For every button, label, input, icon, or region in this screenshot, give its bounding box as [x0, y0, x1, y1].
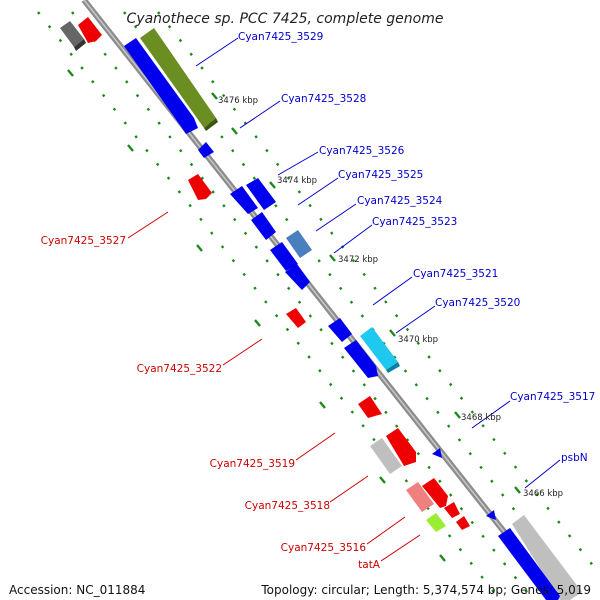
connector-3523: [333, 224, 373, 254]
gene-label-cyan7425-3516[interactable]: Cyan7425_3516: [281, 542, 367, 554]
gene-label-cyan7425-3521[interactable]: Cyan7425_3521: [413, 268, 498, 280]
gene-label-cyan7425-3528[interactable]: Cyan7425_3528: [281, 93, 366, 105]
gene-label-cyan7425-3522[interactable]: Cyan7425_3522: [137, 363, 222, 375]
feature-cyan7425-3526[interactable]: [230, 186, 258, 214]
gene-label-cyan7425-3523[interactable]: Cyan7425_3523: [372, 216, 457, 228]
tick-mark-3476: [211, 92, 218, 100]
tick-mark-left-7: [439, 554, 446, 562]
tick-mark-3474: [269, 181, 276, 189]
connector-3519: [295, 432, 336, 461]
gene-label-cyan7425-3518[interactable]: Cyan7425_3518: [245, 500, 330, 512]
feature-blue-long-mid[interactable]: [344, 340, 378, 378]
tick-mark-3466: [514, 486, 521, 494]
gene-label-psbN[interactable]: psbN: [561, 452, 588, 464]
feature-blue-mid-2[interactable]: [285, 264, 310, 290]
gene-label-cyan7425-3526[interactable]: Cyan7425_3526: [319, 145, 405, 157]
connector-3522: [222, 338, 263, 366]
guide-line-left-inner: [71, 11, 534, 600]
feature-blue-mid-1[interactable]: [270, 242, 298, 271]
tick-mark-3468: [454, 411, 461, 419]
tick-mark-left-6: [379, 476, 386, 484]
tick-label-3472: 3472 kbp: [338, 255, 378, 265]
gene-label-cyan7425-3527[interactable]: Cyan7425_3527: [41, 235, 126, 247]
feature-cyan7425-3529[interactable]: [140, 28, 216, 128]
label-connectors: [127, 37, 561, 562]
gene-label-cyan7425-3529[interactable]: Cyan7425_3529: [238, 31, 323, 43]
connector-3526: [277, 151, 319, 176]
tick-label-3466: 3466 kbp: [523, 489, 563, 499]
feature-cyan7425-3520-shade: [386, 362, 400, 373]
feature-cyan7425-3525[interactable]: [246, 178, 276, 210]
scale-tick-marks: [67, 69, 521, 562]
genome-title: Cyanothece sp. PCC 7425, complete genome: [127, 11, 444, 27]
gene-label-cyan7425-3519[interactable]: Cyan7425_3519: [210, 458, 295, 470]
feature-cyan7425-3518[interactable]: [406, 482, 434, 512]
gene-label-cyan7425-3525[interactable]: Cyan7425_3525: [338, 169, 423, 181]
tick-mark-left-1: [67, 69, 74, 77]
tick-label-3476: 3476 kbp: [218, 96, 258, 106]
guide-line-right-outer: [157, 11, 600, 577]
gene-features: [60, 17, 582, 600]
connector-3518: [329, 475, 369, 503]
feature-psbN[interactable]: [498, 528, 560, 600]
tick-mark-left-5: [319, 401, 326, 409]
feature-small-blue-2[interactable]: [432, 448, 442, 458]
connector-3525: [297, 177, 339, 206]
connector-3521: [372, 276, 413, 306]
feature-cyan7425-3527[interactable]: [188, 174, 212, 200]
feature-cyan7425-3519[interactable]: [386, 428, 416, 466]
feature-small-blue-1[interactable]: [198, 142, 214, 158]
feature-red-3518b[interactable]: [422, 478, 448, 508]
connector-3524: [315, 203, 357, 232]
feature-cyan7425-3528[interactable]: [124, 38, 198, 134]
connector-tatA: [380, 534, 421, 562]
feature-cyan7425-3516[interactable]: [426, 513, 446, 532]
guide-line-left-outer: [37, 11, 501, 600]
feature-cyan7425-3529-shade: [204, 118, 218, 131]
feature-gray-top-left[interactable]: [60, 21, 84, 47]
connector-3528: [239, 100, 281, 129]
feature-gray-bottom[interactable]: [512, 515, 582, 600]
feature-gray-mid[interactable]: [370, 438, 402, 474]
feature-cyan7425-3520[interactable]: [360, 327, 398, 370]
tick-mark-left-4: [254, 319, 261, 327]
feature-red-3518c[interactable]: [444, 502, 460, 518]
connector-3529: [195, 37, 239, 67]
gene-label-cyan7425-3524[interactable]: Cyan7425_3524: [357, 195, 443, 207]
tick-label-3468: 3468 kbp: [461, 413, 501, 423]
gene-labels: Cyan7425_3529 Cyan7425_3528 Cyan7425_352…: [41, 31, 596, 571]
connector-3517: [471, 400, 511, 429]
feature-cyan7425-3524[interactable]: [251, 212, 276, 240]
gene-label-cyan7425-3520[interactable]: Cyan7425_3520: [435, 297, 520, 309]
connector-psbN: [524, 459, 561, 489]
tick-mark-3476b: [231, 127, 238, 135]
feature-cyan7425-3523[interactable]: [286, 230, 312, 258]
tick-mark-left-2: [127, 144, 134, 152]
feature-red-top-left[interactable]: [78, 17, 102, 43]
feature-gray-top-left-shade: [74, 39, 86, 51]
connector-3516: [366, 516, 406, 545]
accession-text: Accession: NC_011884: [9, 583, 146, 597]
feature-red-mid-small[interactable]: [358, 396, 382, 418]
gene-label-cyan7425-3517[interactable]: Cyan7425_3517: [510, 391, 595, 403]
tick-mark-3470: [389, 329, 396, 337]
tick-label-3474: 3474 kbp: [277, 176, 317, 186]
connector-3527: [127, 211, 169, 239]
feature-small-blue-3[interactable]: [486, 510, 496, 520]
feature-cyan7425-3522[interactable]: [286, 308, 306, 328]
tick-mark-left-3: [196, 244, 203, 252]
scale-tick-labels: 3476 kbp 3474 kbp 3472 kbp 3470 kbp 3468…: [218, 96, 563, 499]
tick-mark-3472: [329, 254, 336, 262]
connector-3520: [395, 305, 436, 334]
topology-text: Topology: circular; Length: 5,374,574 bp…: [261, 583, 591, 597]
feature-cyan7425-3521[interactable]: [328, 318, 352, 342]
gene-label-tatA[interactable]: tatA: [358, 559, 381, 571]
feature-tatA[interactable]: [456, 516, 470, 530]
tick-label-3470: 3470 kbp: [398, 335, 438, 345]
